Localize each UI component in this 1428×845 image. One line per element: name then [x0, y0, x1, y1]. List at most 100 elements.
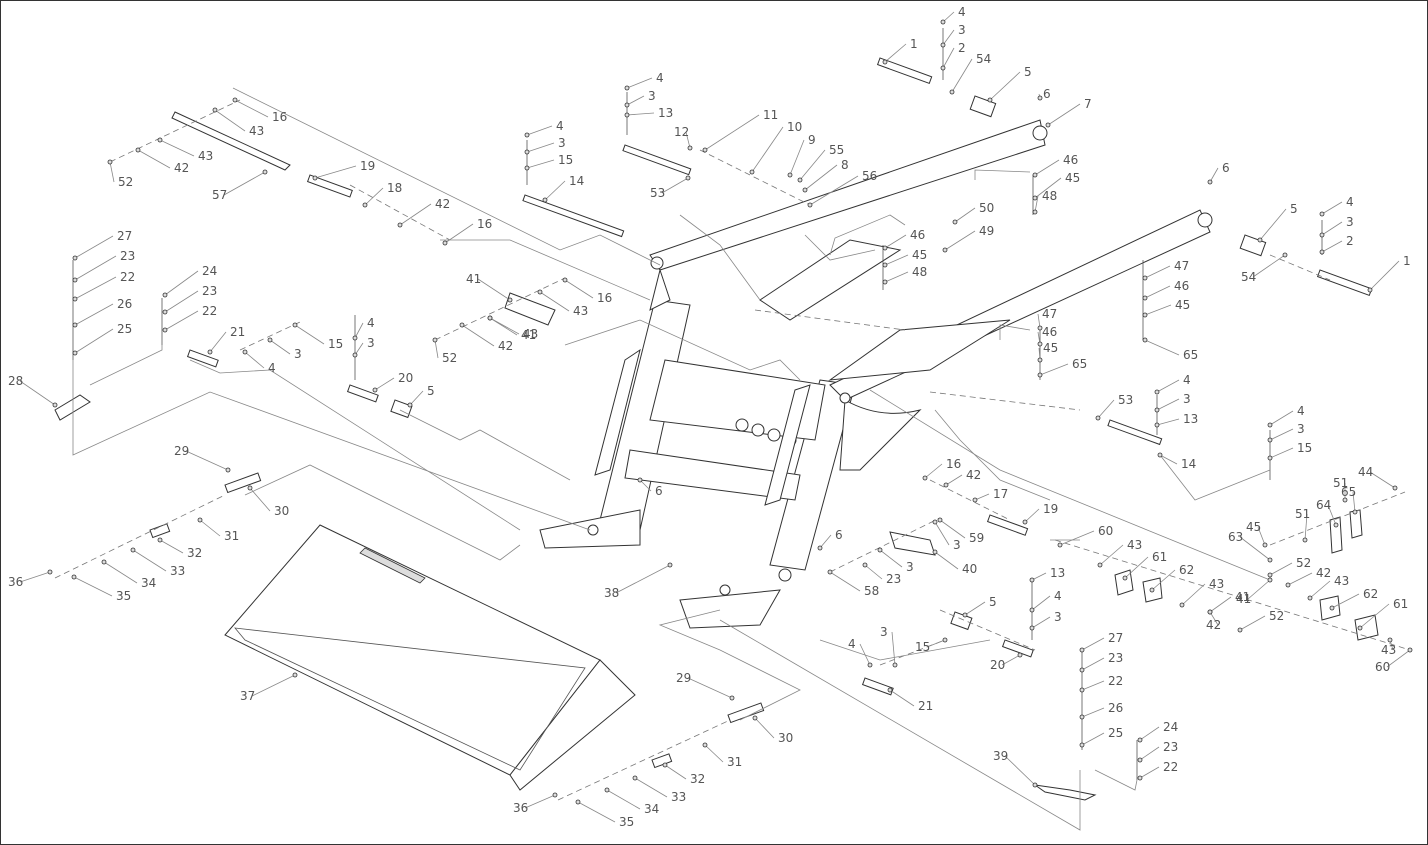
callout-5: 5 — [989, 595, 997, 609]
fastener-22 — [72, 296, 78, 302]
fastener-41 — [507, 297, 513, 303]
callout-24: 24 — [1163, 720, 1178, 734]
fastener-21 — [887, 687, 893, 693]
callout-leader-2 — [1321, 240, 1343, 253]
callout-60: 60 — [1375, 660, 1390, 674]
callout-52: 52 — [118, 175, 133, 189]
frame-hole — [767, 428, 781, 442]
callout-leader-63 — [1239, 536, 1271, 561]
callout-3: 3 — [1054, 610, 1062, 624]
callout-leader-45 — [884, 254, 909, 266]
callout-leader-6 — [819, 534, 832, 549]
callout-43: 43 — [523, 327, 538, 341]
callout-58: 58 — [864, 584, 879, 598]
axis-50 — [1269, 491, 1406, 546]
fastener-43 — [1097, 562, 1103, 568]
callout-leader-22 — [74, 276, 117, 300]
callout-51: 51 — [1295, 507, 1310, 521]
callout-55: 55 — [829, 143, 844, 157]
callout-leader-26 — [74, 303, 114, 326]
callout-leader-1 — [1369, 260, 1400, 291]
callout-leader-27 — [1081, 637, 1105, 651]
callout-leader-15 — [926, 639, 946, 648]
callout-leader-45 — [1144, 304, 1172, 316]
callout-leader-4 — [244, 351, 265, 369]
callout-leader-22 — [1081, 680, 1105, 691]
callout-51: 51 — [1333, 476, 1348, 490]
ref-29-lower — [658, 609, 801, 721]
fastener-32 — [662, 762, 668, 768]
fastener-3 — [1029, 625, 1035, 631]
callout-63: 63 — [1228, 530, 1243, 544]
callout-leader-4 — [942, 11, 955, 23]
fastener-37 — [292, 672, 298, 678]
callout-36: 36 — [513, 801, 528, 815]
pin-1-right — [1316, 269, 1373, 297]
callout-61: 61 — [1152, 550, 1167, 564]
callout-59: 59 — [969, 531, 984, 545]
callout-34: 34 — [141, 576, 156, 590]
callout-33: 33 — [671, 790, 686, 804]
callout-leader-3 — [1156, 398, 1180, 411]
fastener-46 — [1142, 295, 1148, 301]
callout-62: 62 — [1179, 563, 1194, 577]
fastener-15 — [524, 165, 530, 171]
fastener-45 — [1262, 542, 1268, 548]
callout-leader-2 — [942, 47, 955, 69]
fastener-38 — [667, 562, 673, 568]
fastener-27 — [1079, 647, 1085, 653]
fastener-14 — [1157, 452, 1163, 458]
callout-42: 42 — [174, 161, 189, 175]
base-pivot — [719, 584, 731, 596]
fastener-23 — [162, 309, 168, 315]
axis-10-11 — [699, 149, 811, 206]
callout-leader-64 — [1327, 504, 1337, 526]
fastener-34 — [604, 787, 610, 793]
fastener-16 — [562, 277, 568, 283]
fastener-25 — [72, 350, 78, 356]
fastener-43 — [537, 289, 543, 295]
callout-61: 61 — [1393, 597, 1408, 611]
pin-12 — [622, 144, 692, 176]
axis-40 — [434, 277, 566, 341]
callout-23: 23 — [1163, 740, 1178, 754]
callout-leader-26 — [1081, 707, 1105, 718]
callout-49: 49 — [979, 224, 994, 238]
fastener-19 — [1022, 519, 1028, 525]
callout-26: 26 — [1108, 701, 1123, 715]
fastener-22 — [162, 327, 168, 333]
fastener-42 — [135, 147, 141, 153]
callout-6: 6 — [655, 484, 663, 498]
callout-5: 5 — [1024, 65, 1032, 79]
callout-42: 42 — [1316, 566, 1331, 580]
callout-leader-42 — [399, 203, 432, 226]
callout-leader-41 — [1209, 596, 1232, 613]
callout-18: 18 — [387, 181, 402, 195]
callout-leader-5 — [964, 601, 986, 616]
fastener-52 — [107, 159, 113, 165]
callout-leader-3 — [269, 339, 291, 355]
callout-leader-15 — [526, 159, 555, 169]
callout-leader-43 — [1181, 583, 1206, 606]
callout-38: 38 — [604, 586, 619, 600]
fastener-29 — [729, 695, 735, 701]
fastener-13 — [624, 112, 630, 118]
callout-52: 52 — [442, 351, 457, 365]
fastener-43 — [487, 315, 493, 321]
callout-4: 4 — [556, 119, 564, 133]
fastener-13 — [1154, 422, 1160, 428]
fastener-15 — [942, 637, 948, 643]
callout-19: 19 — [360, 159, 375, 173]
callout-3: 3 — [880, 625, 888, 639]
pin-14 — [522, 194, 625, 238]
fastener-29 — [225, 467, 231, 473]
bucket-side — [509, 659, 636, 791]
callout-5: 5 — [427, 384, 435, 398]
callout-1: 1 — [1403, 254, 1411, 268]
callout-leader-34 — [606, 789, 641, 810]
callout-leader-53 — [661, 177, 689, 194]
callout-leader-38 — [615, 564, 671, 594]
callout-leader-23 — [864, 564, 883, 580]
callout-leader-43 — [1309, 580, 1331, 599]
callout-3: 3 — [1297, 422, 1305, 436]
